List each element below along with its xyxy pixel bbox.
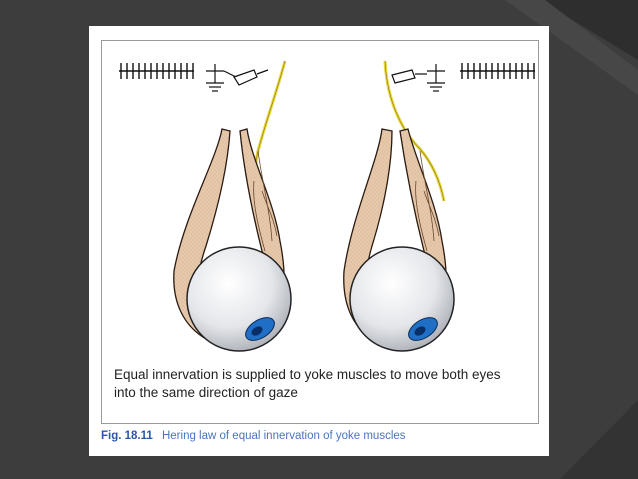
figure-card: Equal innervation is supplied to yoke mu… — [89, 26, 549, 456]
caption-line-1: Equal innervation is supplied to yoke mu… — [114, 367, 501, 382]
figure-number: Fig. 18.11 — [101, 430, 153, 442]
electrode-icon — [233, 69, 269, 86]
yoke-muscle-diagram — [119, 60, 535, 352]
left-eyeball — [186, 246, 292, 352]
caption-line-2: into the same direction of gaze — [114, 385, 298, 400]
figure-title: Hering law of equal innervation of yoke … — [161, 430, 406, 442]
nerve-impulse-train-icon — [460, 63, 535, 79]
electrode-icon — [391, 69, 427, 84]
left-eye-group — [119, 60, 292, 352]
diagram-caption: Equal innervation is supplied to yoke mu… — [114, 366, 534, 402]
figure-label: Fig. 18.11 Hering law of equal innervati… — [101, 430, 541, 442]
right-eyeball — [349, 246, 455, 352]
ground-symbol-icon — [427, 64, 445, 92]
right-eye-group — [343, 60, 535, 352]
figure-frame: Equal innervation is supplied to yoke mu… — [101, 40, 539, 424]
nerve-impulse-train-icon — [119, 63, 194, 79]
